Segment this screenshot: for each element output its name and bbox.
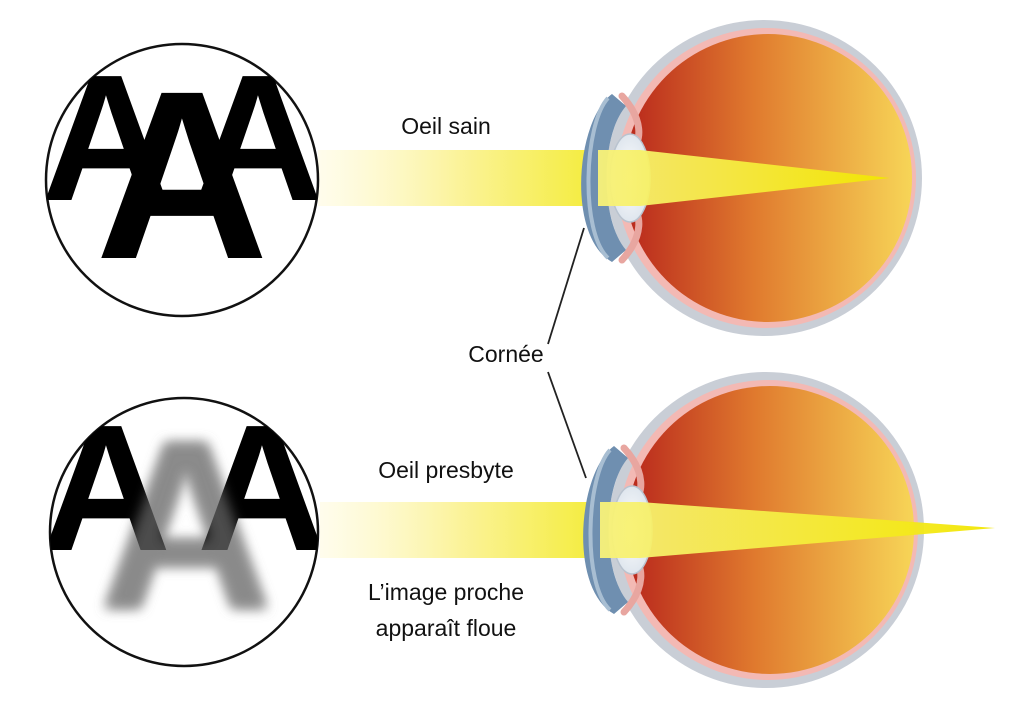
presbyopic-letters: A A A A bbox=[50, 391, 318, 659]
healthy-light-beam bbox=[318, 150, 598, 206]
cornea-pointer-top bbox=[547, 227, 585, 345]
letter-a-blurred: A bbox=[99, 391, 272, 659]
healthy-focus-cone bbox=[598, 150, 890, 206]
letter-a-center: A bbox=[95, 41, 268, 309]
healthy-letters-circle bbox=[44, 42, 320, 318]
presbyopic-eye-group: A A A A bbox=[48, 372, 995, 688]
label-near-blurry-line1: L’image proche bbox=[368, 579, 524, 605]
letter-a-blurred-front: A bbox=[99, 391, 272, 659]
cornea-pointer-bottom bbox=[547, 371, 587, 479]
label-healthy-eye: Oeil sain bbox=[401, 113, 490, 139]
healthy-eye-group: A A A bbox=[44, 20, 922, 336]
label-near-blurry-line2: apparaît floue bbox=[376, 615, 517, 641]
label-cornea: Cornée bbox=[468, 341, 543, 367]
presbyopic-light-beam bbox=[320, 502, 600, 558]
presbyopic-focus-cone bbox=[600, 502, 995, 558]
presbyopic-letters-circle bbox=[48, 396, 320, 668]
label-presbyopic-eye: Oeil presbyte bbox=[378, 457, 514, 483]
